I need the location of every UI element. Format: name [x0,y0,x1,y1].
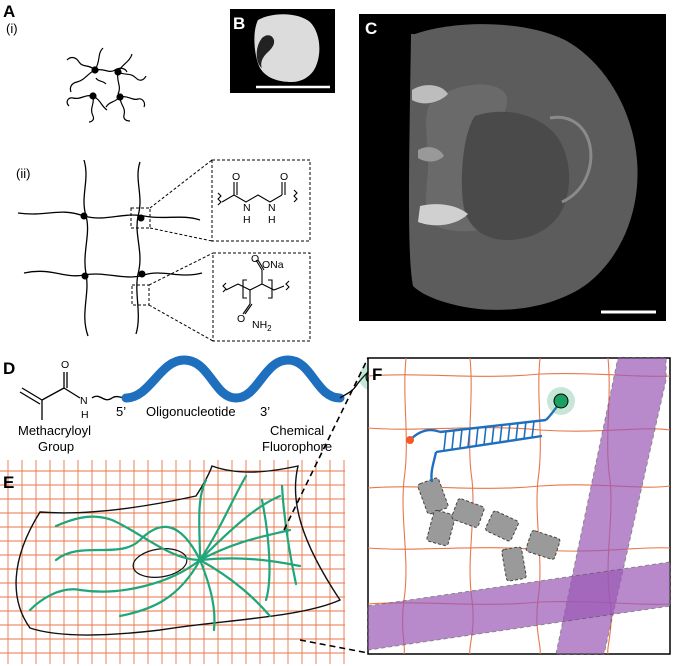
amide-hydrogen: H [81,409,89,421]
group-label-2: Group [38,439,74,454]
panel-c-image [359,14,666,321]
panel-d-label: D [3,359,15,378]
crosslinker-o1: O [232,171,240,183]
five-prime-label: 5’ [116,404,126,419]
panel-f-label: F [372,365,382,384]
crosslinker-box: O O N N H H [212,160,310,241]
oligo-label: Oligonucleotide [146,404,236,419]
panel-b-label: B [233,14,245,33]
three-prime-label: 3’ [260,404,270,419]
oligonucleotide-ribbon [126,360,340,398]
acrydite-anchor [406,436,414,444]
amide-oxygen: O [61,359,69,371]
panel-a-i-label: (i) [6,21,18,36]
crosslinker-h1: H [243,214,251,226]
monomer-cluster [67,48,146,122]
panel-c-label: C [365,19,377,38]
methacryloyl-structure [20,372,126,420]
backbone-box: ONa O O NH2 [213,253,310,341]
callout-lines [149,160,213,341]
panel-b-image [230,9,335,93]
amide-o: O [237,313,245,325]
crosslinker-o2: O [280,171,288,183]
fluor-label-1: Chemical [270,423,324,438]
amide-nitrogen: N [80,395,88,407]
polymer-network [18,160,202,336]
panel-e-label: E [3,473,14,492]
panel-f [368,358,670,654]
crosslinker-n1: N [243,202,251,214]
backbone-callout [132,285,149,305]
fluor-label-2: Fluorophore [262,439,332,454]
panel-a-label: A [3,2,15,21]
fluorophore-f-icon [554,394,568,408]
group-label-1: Methacryloyl [18,423,91,438]
nucleus [131,545,188,580]
acrylate-o: O [251,253,259,265]
crosslinker-h2: H [268,214,276,226]
acrylate-ona: ONa [262,259,284,271]
network-nodes [81,213,146,280]
panel-a-ii-label: (ii) [16,166,30,181]
crosslinker-n2: N [268,202,276,214]
